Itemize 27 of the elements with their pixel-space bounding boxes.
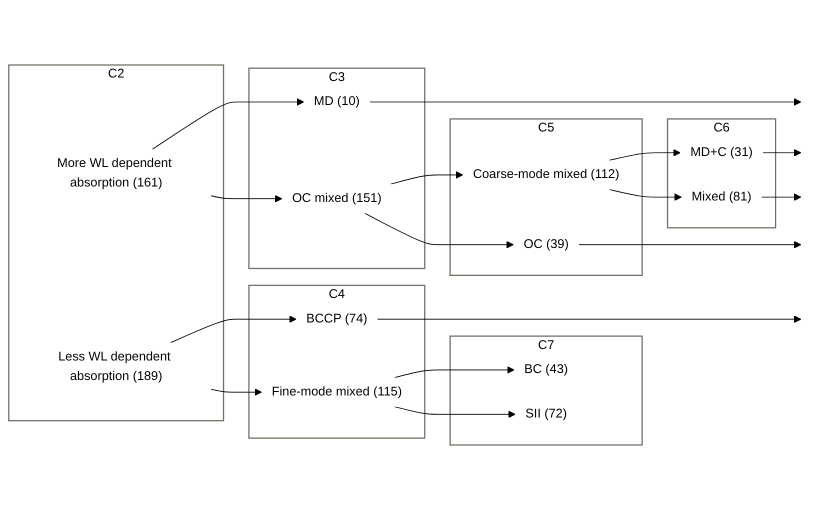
arrow [394, 406, 516, 418]
arrow [170, 316, 296, 344]
node-text: Fine-mode mixed (115) [272, 384, 402, 399]
node-text: More WL dependent absorption (161) [57, 156, 172, 190]
arrow [608, 189, 682, 201]
node-text: OC (39) [524, 236, 569, 252]
arrow [364, 212, 514, 248]
arrow [608, 149, 681, 161]
node-text: SII (72) [525, 406, 567, 421]
arrow [762, 149, 802, 156]
node-text: Coarse-mode mixed (112) [472, 167, 620, 182]
node-text: Mixed (81) [692, 189, 752, 204]
node-text: BCCP (74) [306, 311, 368, 326]
node-text: OC mixed (151) [292, 190, 382, 206]
arrow [377, 316, 802, 323]
arrow [761, 193, 802, 201]
arrow [394, 366, 514, 378]
arrow [390, 171, 464, 185]
node-text: MD+C (31) [690, 144, 753, 160]
arrow [210, 388, 262, 396]
arrow [152, 98, 304, 150]
arrow [369, 98, 802, 106]
node-text: BC (43) [524, 362, 568, 376]
node-text: MD (10) [314, 94, 360, 109]
node-text: Less WL dependent absorption (189) [58, 349, 171, 383]
arrow [578, 240, 802, 248]
arrow [210, 195, 282, 202]
